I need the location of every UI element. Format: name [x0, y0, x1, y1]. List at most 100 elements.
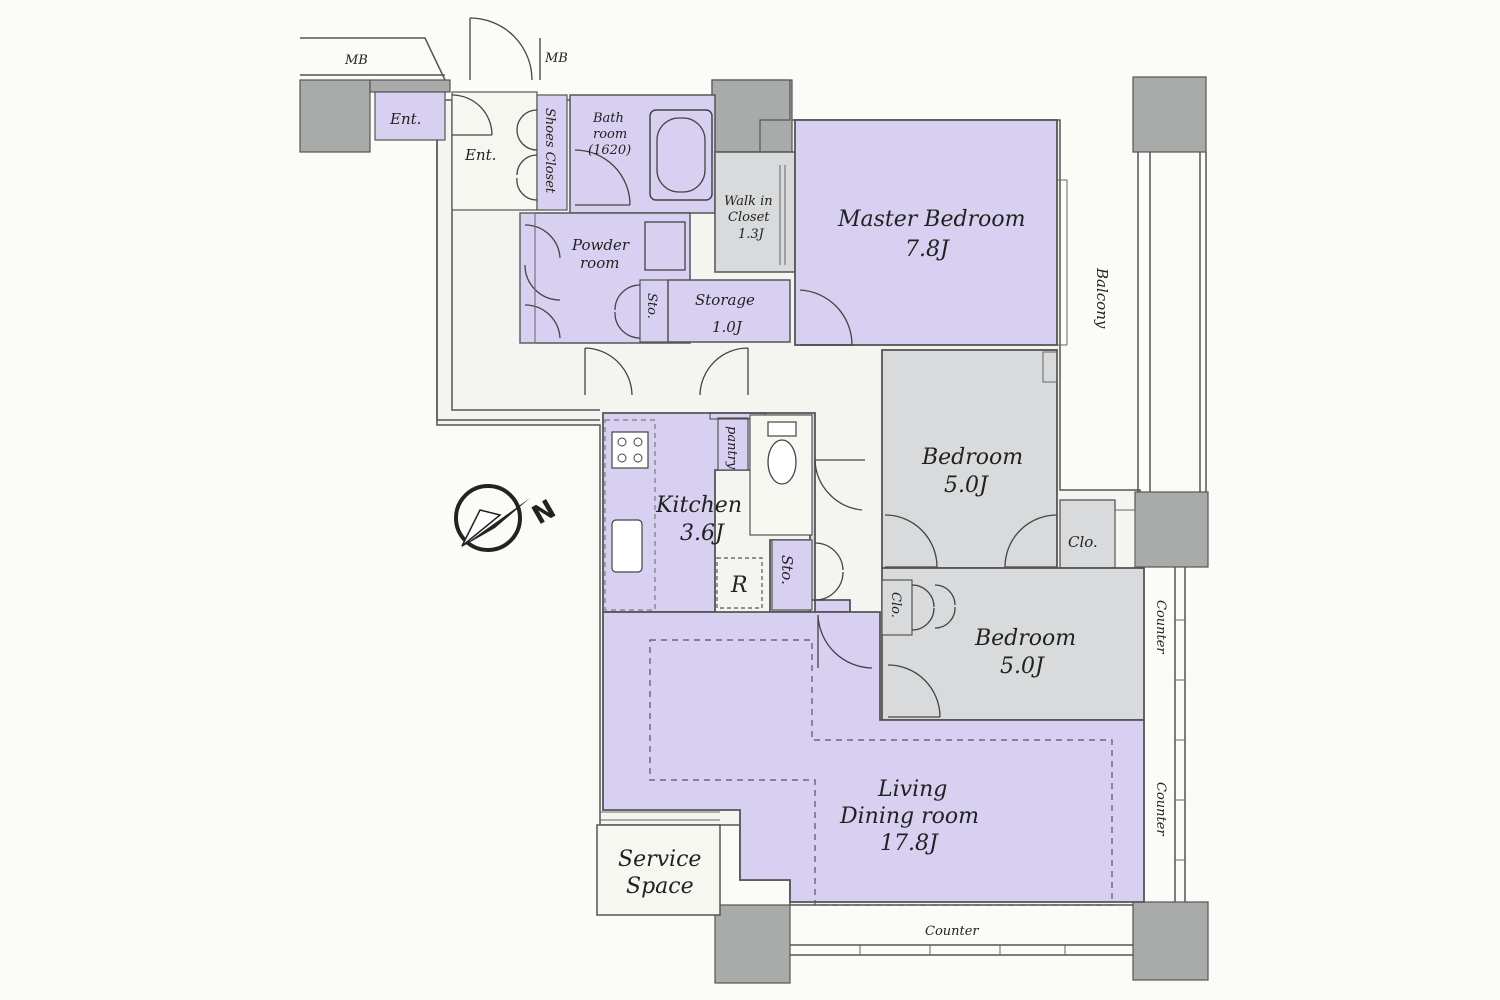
counter-strip-right	[1174, 567, 1186, 902]
room-entry-small	[374, 91, 446, 141]
counter-strip-bottom	[790, 944, 1133, 956]
toilet-door	[814, 459, 865, 511]
wall-block-entry	[369, 79, 451, 93]
room-shoes-closet	[536, 94, 568, 211]
label-ent-small: Ent.	[389, 110, 421, 128]
bath-door	[574, 149, 631, 206]
pillar-bottom-right	[1132, 901, 1209, 981]
room-sto-upper	[639, 279, 669, 343]
label-bath-2: room	[593, 127, 627, 142]
stove-burner-1	[617, 437, 627, 447]
bedroom2-door-left	[884, 514, 938, 568]
sto-upper-door	[614, 284, 641, 339]
bathtub-inner	[656, 117, 706, 193]
label-walkin-2: Closet	[728, 210, 770, 225]
label-refrigerator: R	[730, 573, 748, 598]
compass-icon: N	[454, 484, 561, 552]
room-entry	[451, 91, 538, 211]
label-bedroom2-1: Bedroom	[921, 445, 1023, 470]
label-storage-1: Storage	[695, 291, 755, 309]
label-master-2: 7.8J	[905, 237, 950, 262]
room-clo-left	[881, 579, 913, 636]
living-door	[817, 614, 873, 669]
entry-door-arc	[469, 17, 533, 81]
clo-left-doors	[911, 584, 956, 631]
bathtub	[649, 109, 713, 201]
label-service-2: Space	[626, 874, 694, 899]
stove-burner-2	[633, 437, 643, 447]
service-space-top-strip	[600, 811, 720, 821]
label-sto-kitchen: Sto.	[778, 555, 796, 585]
label-walkin-3: 1.3J	[738, 227, 765, 242]
room-bedroom-2	[881, 349, 1058, 569]
pillar-mid-right	[1134, 491, 1209, 568]
label-service-1: Service	[618, 847, 701, 872]
label-kitchen-2: 3.6J	[680, 521, 725, 546]
label-bedroom2-2: 5.0J	[944, 473, 989, 498]
sto-kitchen-doors	[814, 542, 844, 601]
label-ent: Ent.	[464, 146, 496, 164]
label-powder-1: Powder	[571, 236, 630, 254]
label-counter-upper: Counter	[1153, 600, 1168, 654]
label-sto-upper: Sto.	[644, 293, 659, 319]
label-powder-2: room	[580, 254, 619, 272]
refrigerator-space	[716, 557, 763, 609]
label-bedroom3-1: Bedroom	[974, 626, 1076, 651]
room-clo-right	[1059, 499, 1116, 569]
room-master-bedroom	[794, 119, 1058, 346]
master-window	[1057, 179, 1068, 346]
room-sto-kitchen	[771, 539, 813, 611]
label-walkin-1: Walk in	[724, 194, 773, 209]
room-living-dining	[602, 611, 1145, 903]
label-bath-3: (1620)	[588, 143, 631, 158]
bedroom2-corner	[1042, 351, 1058, 383]
counter-strip-right-ticks	[1175, 619, 1185, 861]
label-storage-2: 1.0J	[712, 318, 743, 336]
pillar-bottom-left	[714, 904, 791, 984]
toilet-bowl	[767, 439, 797, 485]
compass-north-label: N	[527, 494, 561, 531]
walkin-door	[779, 165, 786, 265]
balcony-frame	[1137, 152, 1207, 492]
powder-sink	[644, 221, 686, 271]
storage-door-lower	[699, 347, 749, 396]
label-shoes-closet: Shoes Closet	[542, 108, 557, 194]
bedroom3-door	[887, 664, 941, 718]
living-dashed-area	[649, 639, 1113, 906]
label-counter-bottom: Counter	[925, 924, 979, 939]
powder-shelf	[519, 212, 536, 344]
room-bedroom-3	[881, 567, 1145, 721]
room-service-space	[596, 824, 721, 916]
counter-strip-bottom-ticks	[859, 945, 1066, 955]
outer-wall-top-left	[300, 37, 446, 81]
label-bath-1: Bath	[592, 111, 624, 126]
bedroom2-door-right	[1004, 514, 1058, 568]
label-mb-left: MB	[344, 53, 368, 68]
kitchen-sink	[611, 519, 643, 573]
label-pantry: pantry	[724, 426, 739, 470]
label-bedroom3-2: 5.0J	[1000, 654, 1045, 679]
pillar-left	[299, 79, 371, 153]
label-living-1: Living	[877, 777, 947, 802]
entry-door-inner-arc	[451, 94, 493, 136]
outer-wall-bottom-right-corridor	[436, 100, 600, 421]
toilet-tank	[767, 421, 797, 437]
label-clo-left: Clo.	[888, 592, 903, 618]
label-kitchen-1: Kitchen	[655, 493, 742, 518]
label-living-3: 17.8J	[880, 831, 939, 856]
powder-door-lower	[584, 347, 633, 396]
master-door	[799, 289, 853, 346]
label-living-2: Dining room	[839, 804, 979, 829]
label-master-1: Master Bedroom	[837, 207, 1025, 232]
label-counter-lower: Counter	[1153, 782, 1168, 836]
stove-burner-4	[633, 453, 643, 463]
label-balcony: Balcony	[1093, 267, 1111, 329]
shoes-closet-doors	[516, 109, 538, 201]
room-storage	[667, 279, 791, 343]
stove	[611, 431, 649, 469]
pillar-top-right	[1132, 76, 1207, 153]
kitchen-counter	[604, 419, 656, 611]
room-pantry	[717, 417, 749, 471]
label-clo-right: Clo.	[1068, 533, 1098, 551]
